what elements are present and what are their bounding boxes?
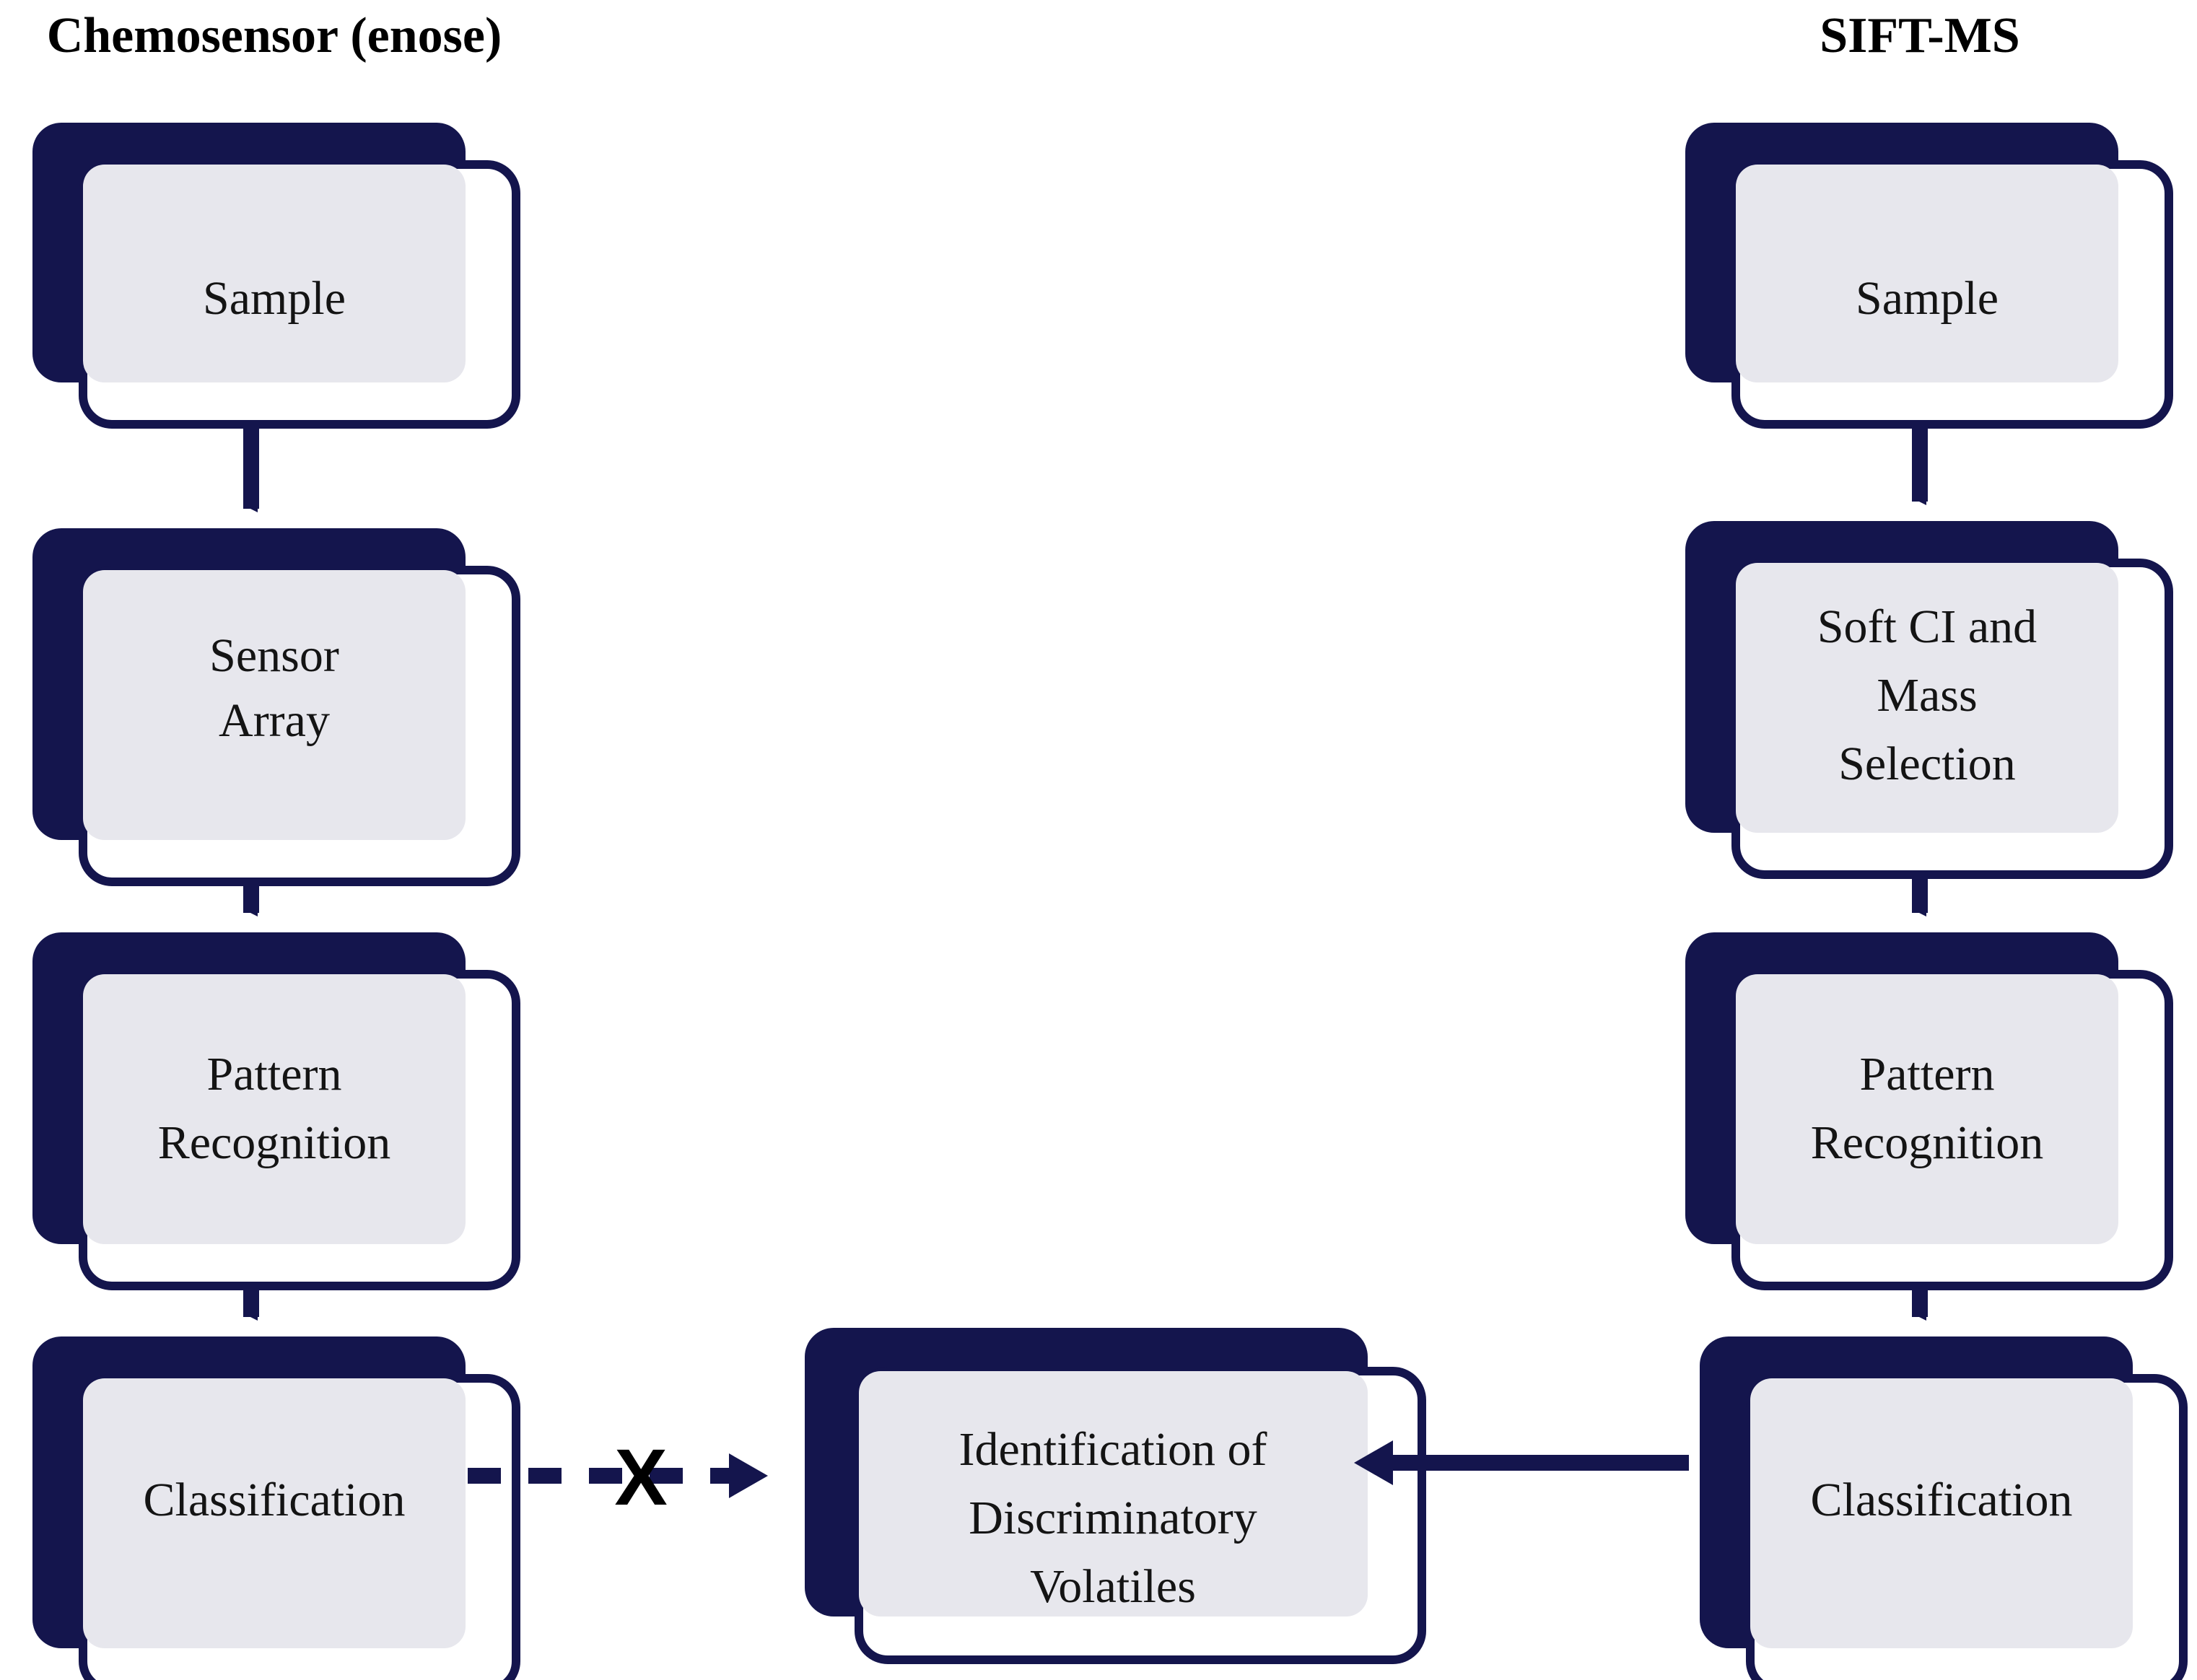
node-label-line-1: Identification of xyxy=(958,1423,1267,1476)
node-fill-layer xyxy=(1736,563,2118,833)
node-cs-classification[interactable]: Classification xyxy=(32,1336,520,1680)
node-fill-layer xyxy=(1736,165,2118,382)
node-label-line-2: Recognition xyxy=(1811,1116,2044,1169)
node-label-line-3: Volatiles xyxy=(1030,1560,1196,1613)
node-label-line-1: Sensor xyxy=(209,629,339,682)
node-label: Sample xyxy=(1856,272,1999,325)
node-ms-soft-ci-and-mass-selection[interactable]: Soft CI and Mass Selection xyxy=(1685,521,2173,879)
node-label-line-2: Mass xyxy=(1877,669,1977,722)
node-ms-pattern-recognition[interactable]: Pattern Recognition xyxy=(1685,932,2173,1290)
node-fill-layer xyxy=(1750,1378,2133,1648)
node-ms-classification[interactable]: Classification xyxy=(1700,1336,2188,1680)
node-ms-sample[interactable]: Sample xyxy=(1685,123,2173,429)
node-label: Classification xyxy=(1811,1474,2073,1526)
node-fill-layer xyxy=(859,1371,1368,1616)
node-identification-of-discriminatory-volatiles[interactable]: Identification of Discriminatory Volatil… xyxy=(805,1328,1426,1664)
column-title-chemosensor: Chemosensor (enose) xyxy=(47,8,502,64)
node-label: Classification xyxy=(144,1474,406,1526)
column-title-siftms: SIFT-MS xyxy=(1820,8,2020,64)
node-fill-layer xyxy=(83,165,466,382)
node-cs-pattern-recognition[interactable]: Pattern Recognition xyxy=(32,932,520,1290)
node-cs-sample[interactable]: Sample xyxy=(32,123,520,429)
node-label-line-2: Discriminatory xyxy=(969,1492,1257,1544)
node-cs-sensor-array[interactable]: Sensor Array xyxy=(32,528,520,886)
node-label-line-1: Soft CI and xyxy=(1817,600,2037,653)
node-label-line-3: Selection xyxy=(1838,738,2016,790)
node-label-line-1: Pattern xyxy=(207,1048,342,1101)
node-fill-layer xyxy=(83,1378,466,1648)
node-label-line-2: Recognition xyxy=(158,1116,391,1169)
node-label: Sample xyxy=(203,272,346,325)
blocked-x-icon: X xyxy=(614,1433,667,1522)
node-label-line-1: Pattern xyxy=(1860,1048,1995,1101)
node-fill-layer xyxy=(1736,974,2118,1244)
node-fill-layer xyxy=(83,974,466,1244)
node-fill-layer xyxy=(83,570,466,840)
node-label-line-2: Array xyxy=(219,694,330,747)
